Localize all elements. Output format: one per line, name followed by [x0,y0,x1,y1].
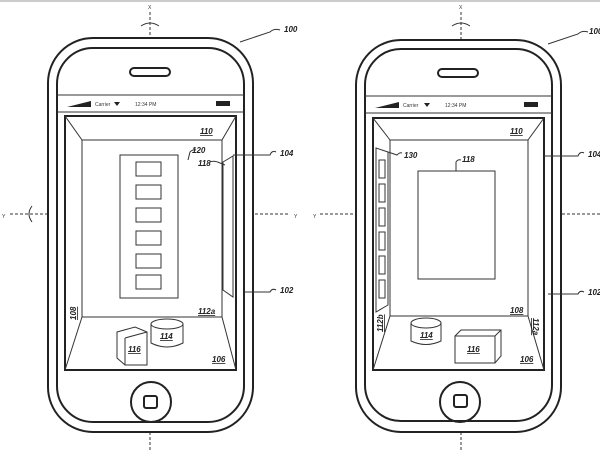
ref-106: 106 [520,355,534,364]
ref-110: 110 [200,127,213,136]
home-button-square-icon [143,395,158,409]
ref-102: 102 [280,286,294,295]
ref-116: 116 [128,345,141,354]
carrier-label: Carrier [95,102,111,108]
ref-102: 102 [588,288,600,297]
device-housing [355,39,562,433]
cylinder-114 [410,317,442,345]
status-bar: Carrier 12:34 PM [365,95,552,114]
panel-buttons [135,161,162,290]
back-wall [81,139,223,318]
rotation-arrow-icon [451,22,471,27]
ref-114: 114 [160,332,173,341]
y-axis-label: Y [313,214,317,220]
side-panel-130 [375,147,389,313]
home-button-square-icon [453,394,468,408]
ref-100: 100 [589,27,600,36]
ref-130: 130 [404,151,418,160]
x-axis-label: X [148,5,152,11]
device-housing [47,37,254,433]
x-axis-marker: X [140,5,160,38]
ref-116: 116 [467,345,480,354]
wifi-icon [424,103,430,107]
display-screen [64,115,237,371]
cylinder-114 [150,318,184,348]
battery-icon [524,102,538,107]
ref-118: 118 [198,159,211,168]
signal-icon [375,102,399,108]
speaker-icon [437,68,479,78]
status-bar: Carrier 12:34 PM [57,94,244,113]
signal-icon [67,101,91,107]
ref-110: 110 [510,127,523,136]
y-axis-marker-left: Y [2,205,48,223]
side-panel-buttons [378,159,386,299]
speaker-icon [129,67,171,77]
box-116 [454,329,502,364]
ref-114: 114 [420,331,433,340]
back-wall [389,139,529,317]
side-panel-118 [222,155,234,298]
time-label: 12:34 PM [135,102,156,108]
x-axis-label: X [459,5,463,11]
ref-108: 108 [510,306,524,315]
ref-120: 120 [192,146,206,155]
display-screen [372,117,545,371]
y-axis-label: Y [294,214,298,220]
ref-100: 100 [284,25,298,34]
time-label: 12:34 PM [445,103,466,109]
ref-104: 104 [280,149,294,158]
y-axis-label: Y [2,214,6,220]
panel-118 [417,170,496,280]
ref-118: 118 [462,155,475,164]
battery-icon [216,101,230,106]
reference-leaders [387,30,589,295]
reference-leaders [187,28,281,293]
ref-112b: 112b [376,314,385,332]
left-phone: X Y Y Carrier 12:34 PM [2,5,298,451]
home-button[interactable] [439,381,481,423]
ref-108: 108 [69,306,78,320]
box-116 [116,326,148,366]
home-button[interactable] [130,381,172,423]
panel-120 [119,154,179,299]
ref-106: 106 [212,355,226,364]
wifi-icon [114,102,120,106]
carrier-label: Carrier [403,103,419,109]
ref-104: 104 [588,150,600,159]
right-phone: X Y Carrier 12:34 PM [313,5,600,451]
ref-112a: 112a [198,307,216,316]
ref-112a: 112a [531,318,540,336]
